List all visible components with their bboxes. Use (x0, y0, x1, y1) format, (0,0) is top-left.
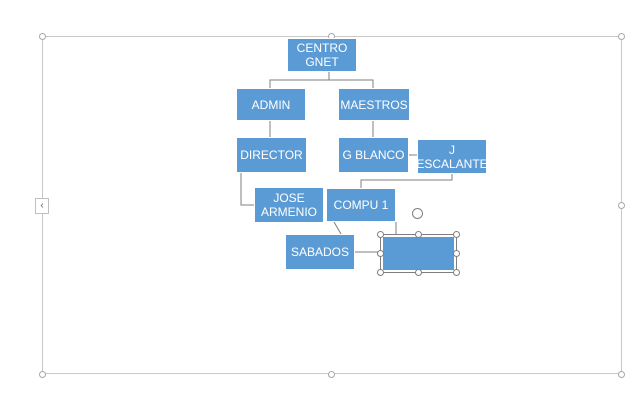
node-j-escalante[interactable]: J ESCALANTE (416, 139, 488, 174)
node-centro-gnet[interactable]: CENTRO GNET (287, 38, 357, 72)
sel-handle-bottom-right[interactable] (453, 269, 460, 276)
node-maestros[interactable]: MAESTROS (338, 88, 410, 121)
sel-handle-left[interactable] (377, 250, 384, 257)
chevron-left-icon[interactable]: ‹ (35, 198, 49, 214)
frame-handle-right[interactable] (618, 202, 625, 209)
connector-jescalante-compu1 (360, 174, 453, 188)
rotate-handle-icon[interactable] (412, 208, 423, 219)
node-admin[interactable]: ADMIN (236, 88, 306, 121)
sel-handle-top-left[interactable] (377, 231, 384, 238)
selection-outline (380, 234, 457, 273)
frame-handle-bottom-right[interactable] (618, 371, 625, 378)
node-g-blanco[interactable]: G BLANCO (338, 137, 409, 173)
node-sabados[interactable]: SABADOS (285, 234, 355, 270)
frame-handle-bottom[interactable] (328, 371, 335, 378)
connector-director-jose (240, 173, 254, 206)
connector-centro-maestros (329, 79, 374, 88)
sel-handle-right[interactable] (453, 250, 460, 257)
sel-handle-bottom[interactable] (415, 269, 422, 276)
connector-compu1-sabados (333, 221, 342, 235)
sel-handle-bottom-left[interactable] (377, 269, 384, 276)
sel-handle-top[interactable] (415, 231, 422, 238)
node-compu-1[interactable]: COMPU 1 (326, 188, 396, 222)
connector-centro-admin (269, 72, 330, 88)
node-jose-armenio[interactable]: JOSE ARMENIO (254, 187, 324, 223)
frame-handle-top-left[interactable] (39, 33, 46, 40)
frame-handle-top-right[interactable] (618, 33, 625, 40)
node-director[interactable]: DIRECTOR (236, 137, 307, 173)
frame-handle-bottom-left[interactable] (39, 371, 46, 378)
sel-handle-top-right[interactable] (453, 231, 460, 238)
